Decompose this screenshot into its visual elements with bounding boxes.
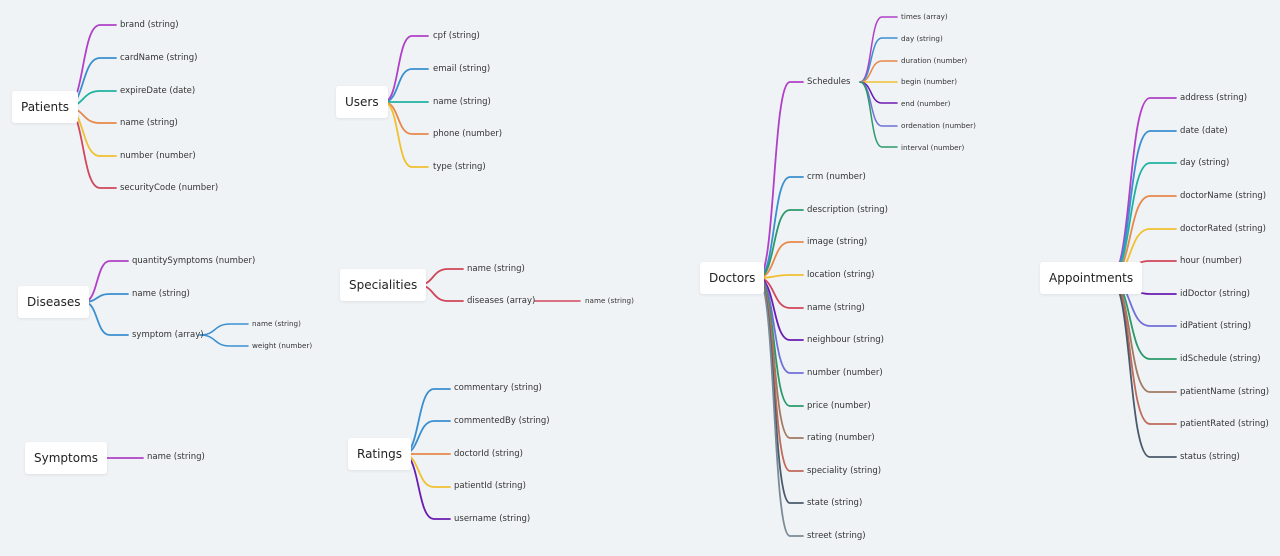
users-edge xyxy=(383,35,429,103)
doctors-field[interactable]: price (number) xyxy=(807,401,871,411)
ratings-field[interactable]: commentary (string) xyxy=(454,383,542,393)
appointments-field[interactable]: idSchedule (string) xyxy=(1180,354,1261,364)
appointments-field[interactable]: status (string) xyxy=(1180,452,1240,462)
patients-field[interactable]: securityCode (number) xyxy=(120,183,219,193)
users-field[interactable]: name (string) xyxy=(433,97,491,107)
patients-field[interactable]: expireDate (date) xyxy=(120,86,196,96)
appointments-field[interactable]: hour (number) xyxy=(1180,256,1242,266)
doctors-field[interactable]: name (string) xyxy=(807,303,865,313)
users-field[interactable]: phone (number) xyxy=(433,129,503,139)
symptom-edge xyxy=(199,334,249,347)
appointments-field[interactable]: address (string) xyxy=(1180,93,1248,103)
appointments-field[interactable]: patientRated (string) xyxy=(1180,419,1269,429)
appointments-edge xyxy=(1109,277,1177,458)
appointments-field[interactable]: patientName (string) xyxy=(1180,387,1270,397)
node-symptoms[interactable]: Symptoms xyxy=(25,442,108,474)
ratings-field[interactable]: commentedBy (string) xyxy=(454,416,550,426)
doctors-field-schedules[interactable]: Schedules xyxy=(807,77,851,87)
diseases-edge xyxy=(83,301,129,336)
doctors-field[interactable]: location (string) xyxy=(807,270,875,280)
appointments-edge xyxy=(1109,277,1177,425)
schedules-subfield[interactable]: duration (number) xyxy=(901,56,968,65)
appointments-field[interactable]: idPatient (string) xyxy=(1180,321,1252,331)
appointments-field[interactable]: date (date) xyxy=(1180,126,1228,136)
node-users[interactable]: Users xyxy=(336,86,388,118)
symptom-subfield[interactable]: weight (number) xyxy=(252,341,313,350)
patients-field[interactable]: number (number) xyxy=(120,151,196,161)
schedules-subfield[interactable]: interval (number) xyxy=(901,143,965,152)
schedules-subfield[interactable]: begin (number) xyxy=(901,77,958,86)
appointments-edge xyxy=(1109,97,1177,279)
node-specialities[interactable]: Specialities xyxy=(340,269,427,301)
doctors-field[interactable]: street (string) xyxy=(807,531,866,541)
patients-field[interactable]: brand (string) xyxy=(120,20,179,30)
specialities-field[interactable]: name (string) xyxy=(467,264,525,274)
users-edge xyxy=(383,68,429,103)
node-doctors[interactable]: Doctors xyxy=(700,262,765,294)
specialities-field[interactable]: diseases (array) xyxy=(467,296,536,306)
symptom-subfield[interactable]: name (string) xyxy=(252,319,301,328)
users-field[interactable]: type (string) xyxy=(433,162,486,172)
diseases-edge xyxy=(83,260,129,303)
schedules-subfield[interactable]: end (number) xyxy=(901,99,951,108)
symptom-edge xyxy=(199,323,249,336)
ratings-field[interactable]: patientId (string) xyxy=(454,481,526,491)
patients-field[interactable]: name (string) xyxy=(120,118,178,128)
doctors-field[interactable]: description (string) xyxy=(807,205,888,215)
schedules-edge xyxy=(859,16,898,83)
diseases-field[interactable]: quantitySymptoms (number) xyxy=(132,256,256,266)
doctors-field[interactable]: neighbour (string) xyxy=(807,335,884,345)
appointments-field[interactable]: doctorRated (string) xyxy=(1180,224,1266,234)
doctors-edge xyxy=(757,277,804,537)
users-field[interactable]: email (string) xyxy=(433,64,491,74)
symptoms-field[interactable]: name (string) xyxy=(147,452,205,462)
node-diseases[interactable]: Diseases xyxy=(18,286,90,318)
doctors-field[interactable]: image (string) xyxy=(807,237,868,247)
users-field[interactable]: cpf (string) xyxy=(433,31,480,41)
mindmap-edges xyxy=(65,16,1177,537)
doctors-field[interactable]: speciality (string) xyxy=(807,466,882,476)
schedules-edge xyxy=(859,60,898,83)
appointments-field[interactable]: idDoctor (string) xyxy=(1180,289,1250,299)
schedules-edge xyxy=(859,81,898,148)
schedules-subfield[interactable]: times (array) xyxy=(901,12,948,21)
schedules-subfield[interactable]: day (string) xyxy=(901,34,943,43)
patients-field[interactable]: cardName (string) xyxy=(120,53,198,63)
appointments-field[interactable]: doctorName (string) xyxy=(1180,191,1267,201)
schedules-subfield[interactable]: ordenation (number) xyxy=(901,121,976,130)
diseases-field[interactable]: symptom (array) xyxy=(132,330,204,340)
appointments-edge xyxy=(1109,130,1177,279)
doctors-field[interactable]: crm (number) xyxy=(807,172,866,182)
doctors-field[interactable]: state (string) xyxy=(807,498,863,508)
ratings-field[interactable]: doctorId (string) xyxy=(454,449,523,459)
doctors-edge xyxy=(757,81,804,279)
doctors-field[interactable]: number (number) xyxy=(807,368,883,378)
node-patients[interactable]: Patients xyxy=(12,91,79,123)
diseases-field[interactable]: name (string) xyxy=(132,289,190,299)
doctors-edge xyxy=(757,277,804,472)
ratings-field[interactable]: username (string) xyxy=(454,514,531,524)
node-ratings[interactable]: Ratings xyxy=(348,438,411,470)
diseases-subfield[interactable]: name (string) xyxy=(585,296,634,305)
doctors-field[interactable]: rating (number) xyxy=(807,433,875,443)
users-edge xyxy=(383,101,429,168)
appointments-field[interactable]: day (string) xyxy=(1180,158,1230,168)
node-appointments[interactable]: Appointments xyxy=(1040,262,1143,294)
